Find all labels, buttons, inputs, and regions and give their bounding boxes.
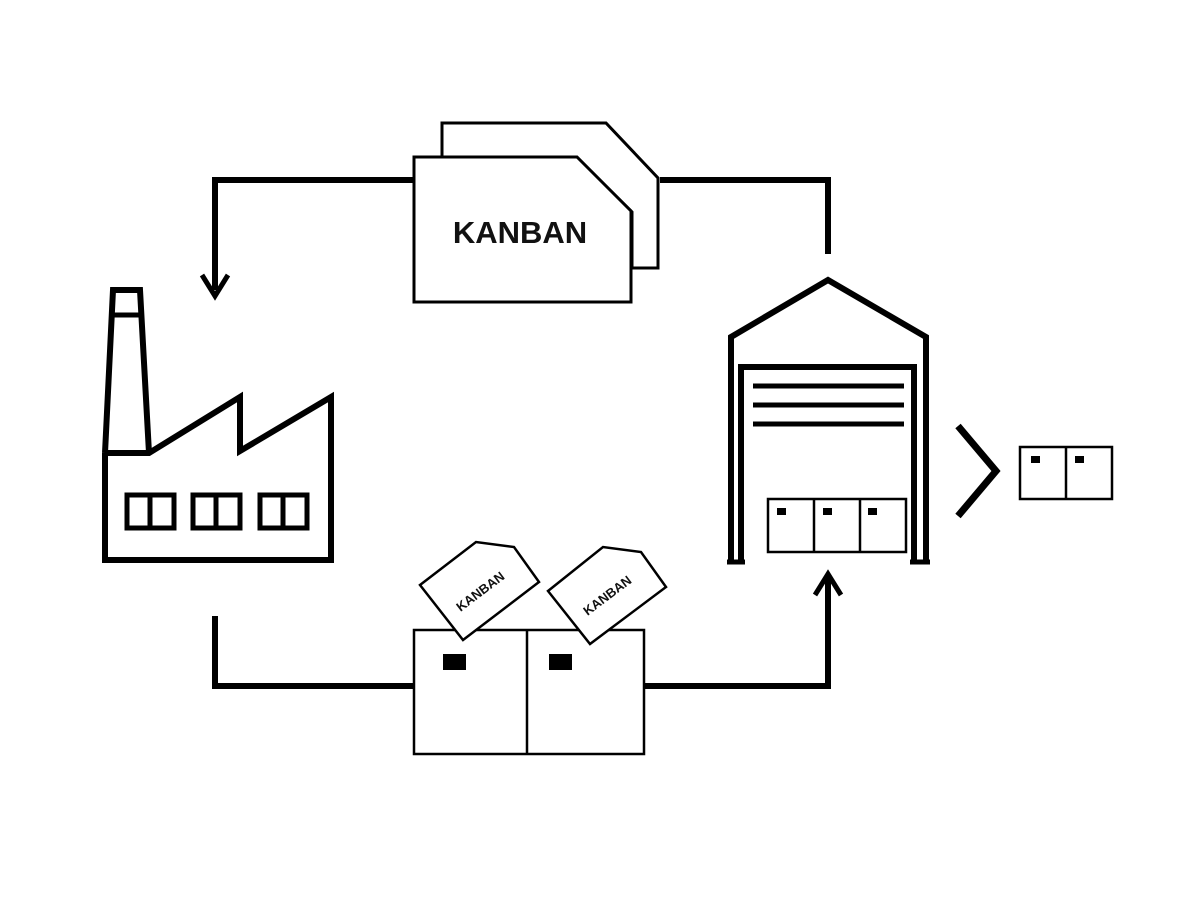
top-left-line: [212, 177, 414, 290]
kanban-card-front: [412, 155, 633, 304]
chevron-right-icon: [955, 423, 1001, 519]
warehouse-icon: [727, 276, 930, 565]
factory-body: [102, 391, 334, 563]
kanban-tag-shape: [546, 545, 668, 646]
kanban-tag-1: KANBAN: [418, 540, 541, 642]
factory-window: [257, 492, 310, 531]
arrow-up-icon: [812, 569, 844, 597]
bottom-left-line: [212, 616, 414, 689]
bottom-right-line: [645, 578, 831, 689]
warehouse-door-frame: [738, 364, 917, 562]
kanban-tag-shape: [418, 540, 541, 642]
warehouse-boxes: [766, 497, 908, 554]
factory-window: [124, 492, 177, 531]
kanban-tag-2: KANBAN: [546, 545, 668, 646]
shipping-boxes: [412, 628, 646, 756]
kanban-card-icon: KANBAN: [412, 121, 660, 304]
arrow-down-icon: [199, 273, 231, 301]
factory-chimney: [102, 287, 152, 454]
warehouse-outline: [728, 276, 929, 562]
factory-icon: [102, 287, 334, 563]
bottom-flow-connector: [212, 569, 844, 689]
top-right-line: [660, 177, 831, 254]
box-icon: [1018, 445, 1114, 501]
factory-window: [190, 492, 243, 531]
box-icon: [412, 628, 646, 756]
kanban-card-label: KANBAN: [453, 215, 587, 250]
top-flow-connector: [199, 177, 831, 301]
